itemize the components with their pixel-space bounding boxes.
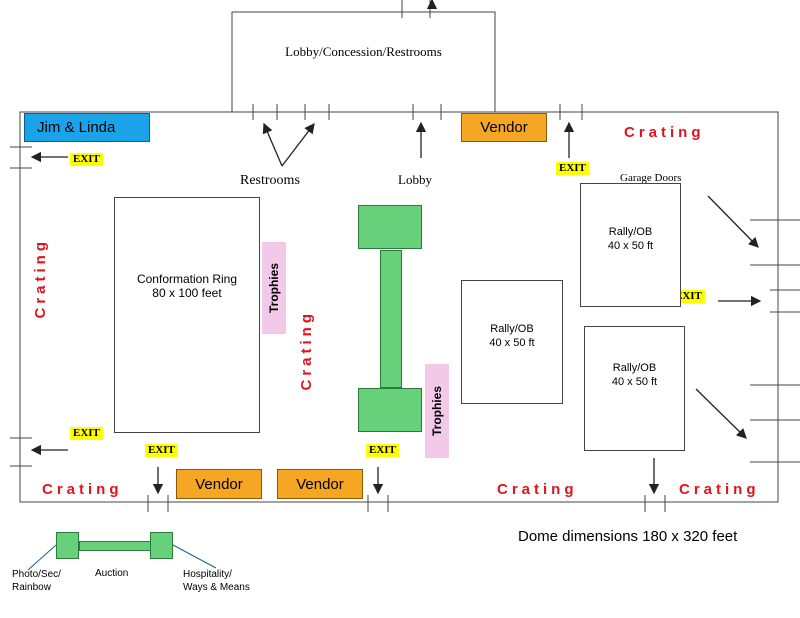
lobby-building-label: Lobby/Concession/Restrooms [285, 44, 442, 59]
exit-label-top-right: EXIT [556, 162, 589, 175]
trophies-label: Trophies [267, 262, 281, 313]
rally-ring-name: Rally/OB [490, 323, 534, 335]
conformation-ring-size: 80 x 100 feet [152, 286, 222, 300]
crating-bottom-left: Crating [42, 481, 123, 498]
rally-ring-bottom-right: Rally/OB 40 x 50 ft [584, 326, 685, 451]
exit-label-left-top: EXIT [70, 153, 103, 166]
rally-ring-size: 40 x 50 ft [607, 240, 654, 252]
rally-ring-name: Rally/OB [608, 226, 653, 238]
jim-linda-booth: Jim & Linda [24, 113, 150, 142]
rally-ring-middle: Rally/OB 40 x 50 ft [461, 280, 563, 404]
rally-ring-size: 40 x 50 ft [611, 376, 658, 388]
crating-left-wall: Crating [32, 238, 49, 319]
legend-table-middle [79, 541, 151, 551]
trophies-table-left: Trophies [262, 242, 286, 334]
vendor-booth-bottom-middle: Vendor [277, 469, 363, 499]
table-center-bar [380, 250, 402, 388]
legend-label-left: Photo/Sec/ Rainbow [12, 569, 61, 593]
crating-center: Crating [298, 310, 315, 391]
dome-dimensions-label: Dome dimensions 180 x 320 feet [518, 528, 738, 545]
trophies-label: Trophies [430, 385, 444, 436]
vendor-booth-bottom-left: Vendor [176, 469, 262, 499]
garage-doors-label: Garage Doors [620, 172, 682, 184]
legend-label-right: Hospitality/ Ways & Means [183, 569, 250, 593]
crating-top-right: Crating [624, 124, 705, 141]
lobby-building-outline [231, 11, 496, 113]
legend-label-middle: Auction [95, 568, 129, 579]
exit-label-left-bottom: EXIT [70, 427, 103, 440]
table-bottom [358, 388, 422, 432]
lobby-label: Lobby [398, 172, 432, 187]
crating-bottom-right: Crating [679, 481, 760, 498]
conformation-ring: Conformation Ring 80 x 100 feet [114, 197, 260, 433]
vendor-booth-top: Vendor [461, 113, 547, 142]
dome-outline [19, 111, 779, 503]
legend-table-right [150, 532, 173, 559]
rally-ring-name: Rally/OB [612, 362, 657, 374]
restrooms-label: Restrooms [240, 173, 300, 188]
exit-label-bottom-left: EXIT [145, 444, 178, 457]
conformation-ring-name: Conformation Ring [136, 272, 238, 286]
crating-bottom-middle: Crating [497, 481, 578, 498]
exit-label-bottom-middle: EXIT [366, 444, 399, 457]
legend-table-left [56, 532, 79, 559]
rally-ring-top-right: Rally/OB 40 x 50 ft [580, 183, 681, 307]
rally-ring-size: 40 x 50 ft [489, 337, 535, 349]
trophies-table-right: Trophies [425, 364, 449, 458]
table-top [358, 205, 422, 249]
